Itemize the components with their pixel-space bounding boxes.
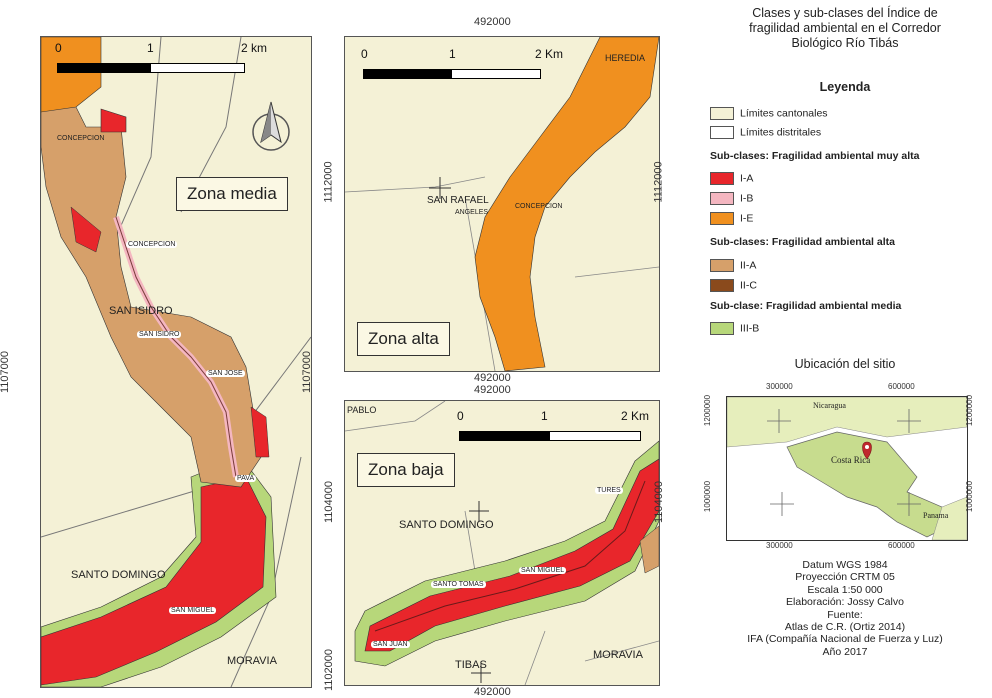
scale-tick: 0	[457, 409, 464, 423]
coord-label: 1000000	[703, 480, 713, 513]
zona-baja-scalebar	[459, 431, 641, 441]
coord-label: 300000	[766, 382, 793, 391]
location-heading: Ubicación del sitio	[794, 357, 896, 371]
legend-item: I-A	[710, 172, 753, 185]
place-label: SAN MIGUEL	[519, 567, 567, 574]
zona-media-corridor	[41, 37, 311, 687]
location-pin-icon	[862, 441, 872, 460]
zone-label-baja: Zona baja	[357, 453, 455, 487]
scale-tick: 1	[147, 41, 154, 55]
map-credits: Datum WGS 1984 Proyección CRTM 05 Escala…	[747, 559, 943, 658]
coord-label: 1200000	[965, 394, 975, 427]
coord-label: 300000	[766, 541, 793, 550]
place-label: SAN JOSE	[206, 370, 245, 377]
scale-tick: 2 km	[241, 41, 268, 55]
coord-label: 492000	[474, 384, 511, 396]
place-label: CONCEPCION	[57, 135, 105, 142]
legend-heading: Leyenda	[819, 80, 871, 94]
place-label: SAN ISIDRO	[109, 305, 173, 317]
coord-label: 1200000	[703, 394, 713, 427]
zona-media-scalebar	[57, 63, 245, 73]
coord-label: 1107000	[0, 350, 12, 394]
place-label: Panama	[923, 511, 949, 520]
place-label: SANTO DOMINGO	[71, 569, 166, 581]
place-label: SAN JUAN	[371, 641, 410, 648]
place-label: TURES	[595, 487, 623, 494]
place-label: Costa Rica	[831, 455, 871, 465]
legend-item: I-E	[710, 212, 753, 225]
coord-label: 1104000	[323, 480, 336, 524]
coord-label: 492000	[474, 372, 511, 384]
coord-label: 1112000	[652, 161, 665, 203]
grid-cross-icon	[471, 663, 491, 683]
legend-item: III-B	[710, 322, 759, 335]
zona-baja-corridor	[345, 401, 659, 685]
place-label: MORAVIA	[593, 649, 643, 661]
place-label: CONCEPCION	[126, 241, 178, 248]
zone-label-alta: Zona alta	[357, 322, 450, 356]
legend-panel: Clases y sub-clases del Índice de fragil…	[700, 0, 992, 697]
place-label: HEREDIA	[605, 53, 646, 63]
legend-group-header: Sub-clases: Fragilidad ambiental alta	[710, 236, 895, 248]
legend-group-header: Sub-clases: Fragilidad ambiental muy alt…	[710, 150, 920, 162]
scale-tick: 2 Km	[535, 47, 564, 61]
legend-item: Límites cantonales	[710, 107, 828, 120]
map-zona-alta[interactable]: 0 1 2 Km Zona alta HEREDIA SAN RAFAEL AN…	[344, 36, 660, 372]
legend-item: II-C	[710, 279, 757, 292]
grid-cross-icon	[429, 177, 451, 199]
place-label: SAN ISIDRO	[137, 331, 182, 338]
place-label: SANTO DOMINGO	[399, 519, 494, 531]
coord-label: 600000	[888, 541, 915, 550]
legend-group-header: Sub-clase: Fragilidad ambiental media	[710, 300, 902, 312]
coord-label: 1107000	[301, 350, 314, 394]
coord-label: 1000000	[965, 480, 975, 513]
legend-item: I-B	[710, 192, 753, 205]
place-label: SANTO TOMAS	[431, 581, 486, 588]
scale-tick: 2 Km	[621, 409, 650, 423]
coord-label: 492000	[474, 686, 511, 698]
place-label: SAN RAFAEL	[427, 195, 489, 206]
zona-alta-scalebar	[363, 69, 541, 79]
legend-title: Clases y sub-clases del Índice de fragil…	[749, 6, 941, 50]
scale-tick: 1	[449, 47, 456, 61]
coord-label: 600000	[888, 382, 915, 391]
scale-tick: 0	[55, 41, 62, 55]
place-label: SAN MIGUEL	[169, 607, 217, 614]
location-minimap[interactable]: Nicaragua Costa Rica Panama	[726, 396, 968, 541]
coord-label: 1112000	[322, 161, 335, 203]
grid-cross-icon	[469, 501, 489, 521]
legend-item: Límites distritales	[710, 126, 821, 139]
place-label: PAVA	[235, 475, 257, 482]
scale-tick: 0	[361, 47, 368, 61]
map-zona-baja[interactable]: 0 1 2 Km Zona baja PABLO TURES SANTO DOM…	[344, 400, 660, 686]
place-label: CONCEPCION	[515, 203, 563, 210]
scale-tick: 1	[541, 409, 548, 423]
legend-item: II-A	[710, 259, 756, 272]
coord-label: 492000	[474, 16, 511, 28]
zona-alta-corridor	[345, 37, 659, 371]
place-label: PABLO	[347, 405, 377, 415]
map-zona-media[interactable]: 0 1 2 km Zona media CONCEPCION CONCEPCIO…	[40, 36, 312, 688]
place-label: ANGELES	[455, 209, 489, 216]
coord-label: 1104000	[653, 480, 666, 524]
place-label: Nicaragua	[813, 401, 846, 410]
zone-label-media: Zona media	[176, 177, 288, 211]
coord-label: 1102000	[323, 648, 336, 692]
north-arrow-icon	[252, 101, 290, 151]
place-label: TIBAS	[455, 659, 487, 671]
place-label: MORAVIA	[227, 655, 277, 667]
